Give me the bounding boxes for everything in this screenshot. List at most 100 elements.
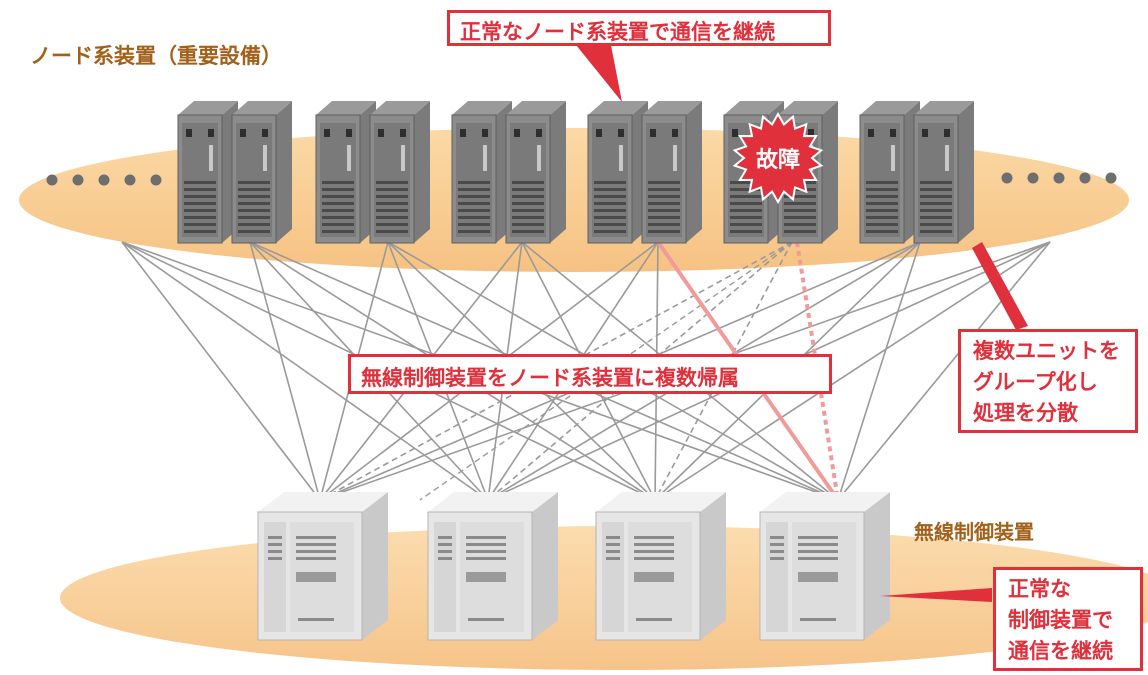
radio-vent (634, 536, 674, 539)
server-slot (891, 145, 895, 171)
radio-vent (268, 557, 282, 560)
server-slot (209, 145, 213, 171)
node-server (913, 101, 974, 244)
ellipsis-dots-left (46, 174, 162, 186)
server-top (914, 101, 974, 115)
server-vent (920, 188, 952, 191)
server-vent (184, 230, 216, 233)
server-vent (184, 216, 216, 219)
server-vent (866, 181, 898, 184)
node-server (641, 101, 702, 244)
server-vent (322, 188, 354, 191)
server-side (958, 101, 974, 243)
server-led (732, 129, 738, 137)
radio-vent (268, 550, 282, 553)
server-top (232, 101, 292, 115)
server-panel (374, 123, 410, 237)
dot (46, 174, 58, 186)
radio-display (634, 572, 674, 582)
top-callout-text: 正常なノード系装置で通信を継続 (460, 20, 775, 44)
radio-vent (606, 550, 620, 553)
link-dashed (487, 241, 793, 501)
server-vent (238, 181, 270, 184)
node-server (369, 101, 430, 244)
server-slot (483, 145, 487, 171)
radio-vent (438, 536, 452, 539)
server-panel (320, 123, 356, 237)
server-vent (322, 216, 354, 219)
radio-vent (296, 557, 336, 560)
radio-top (258, 492, 388, 512)
server-vent (512, 181, 544, 184)
radio-controller (759, 492, 890, 641)
server-vent (920, 195, 952, 198)
server-top (506, 101, 566, 115)
radio-vent (770, 536, 784, 539)
radio-group-title: 無線制御装置 (914, 520, 1034, 544)
server-vent (238, 223, 270, 226)
server-top (588, 101, 648, 115)
radio-panel (434, 522, 456, 632)
server-top (370, 101, 430, 115)
server-panel (592, 123, 628, 237)
server-vent (866, 223, 898, 226)
server-vent (730, 195, 762, 198)
radio-panel (264, 522, 286, 632)
radio-vent (268, 536, 282, 539)
radio-vent (466, 557, 506, 560)
server-vent (920, 181, 952, 184)
server-vent (512, 202, 544, 205)
server-led (186, 129, 192, 137)
server-led (324, 129, 330, 137)
radio-controller (427, 492, 558, 641)
right-callout-line-3: 処理を分散 (973, 401, 1078, 425)
dot (1001, 172, 1013, 184)
node-platform (19, 128, 1129, 272)
radio-vent (296, 536, 336, 539)
link-dashed (654, 241, 793, 501)
server-vent (512, 230, 544, 233)
server-side (550, 101, 566, 243)
server-vent (322, 195, 354, 198)
radio-vent (798, 557, 838, 560)
server-vent (458, 181, 490, 184)
radio-vent (606, 536, 620, 539)
server-side (414, 101, 430, 243)
server-vent (730, 181, 762, 184)
server-vent (866, 195, 898, 198)
server-vent (184, 202, 216, 205)
server-vent (730, 209, 762, 212)
server-vent (322, 202, 354, 205)
server-led (808, 129, 814, 137)
server-vent (184, 181, 216, 184)
server-panel (864, 123, 900, 237)
dot (1105, 172, 1117, 184)
server-vent (376, 216, 408, 219)
server-led (400, 129, 406, 137)
server-led (460, 129, 466, 137)
server-vent (730, 230, 762, 233)
link (837, 241, 921, 501)
server-top (860, 101, 920, 115)
server-vent (184, 209, 216, 212)
radio-top (596, 492, 726, 512)
radio-vent (634, 543, 674, 546)
link (121, 241, 321, 501)
radio-side (362, 492, 388, 640)
server-led (262, 129, 268, 137)
server-vent (594, 223, 626, 226)
radio-vent (466, 543, 506, 546)
dot (1079, 172, 1091, 184)
radio-vent (636, 618, 672, 621)
server-vent (920, 209, 952, 212)
server-vent (512, 209, 544, 212)
server-vent (648, 223, 680, 226)
server-slot (263, 145, 267, 171)
server-slot (619, 145, 623, 171)
server-vent (648, 216, 680, 219)
radio-top (428, 492, 558, 512)
radio-vent (798, 550, 838, 553)
server-vent (238, 230, 270, 233)
radio-display (798, 572, 838, 582)
radio-side (532, 492, 558, 640)
